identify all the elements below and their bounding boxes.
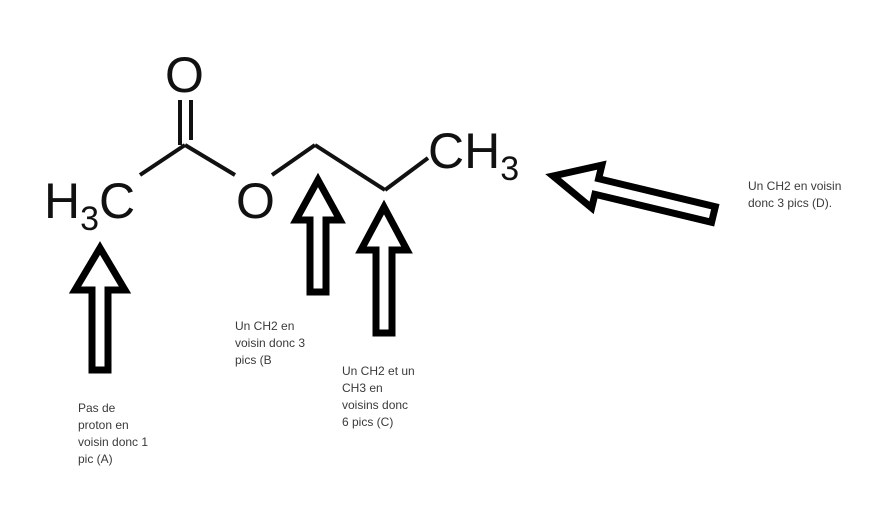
annotation-a-line: proton en [78,418,129,432]
annotation-b-line: Un CH2 en [235,319,295,333]
bond-c-c [138,143,187,177]
bond-ch2-ch3 [383,156,430,192]
methyl-right-label: CH3 [428,123,519,188]
carbonyl-oxygen: O [165,47,204,103]
bond-ch2-ch2 [313,143,387,192]
annotation-a-line: pic (A) [78,452,113,466]
arrow-c-icon [355,199,413,337]
annotation-a-line: Pas de [78,401,116,415]
ester-oxygen: O [236,173,275,229]
bonds [138,100,430,192]
annotation-d-line: donc 3 pics (D). [748,196,833,210]
arrow-b-icon [290,172,346,296]
annotation-a: Pas de proton en voisin donc 1 pic (A) [78,400,148,468]
methyl-left-label: H3C [44,173,135,238]
annotation-b: Un CH2 en voisin donc 3 pics (B [235,318,305,369]
annotation-c-line: voisins donc [342,398,409,412]
bond-c-o [183,143,237,177]
annotation-c-line: Un CH2 et un [342,364,415,378]
annotation-c-line: CH3 en [342,381,383,395]
annotation-b-line: voisin donc 3 [235,336,306,350]
annotation-d-line: Un CH2 en voisin [748,179,842,193]
annotation-c-line: 6 pics (C) [342,415,394,429]
arrow-a-icon [68,241,132,374]
arrow-d-icon [545,160,720,227]
annotation-a-line: voisin donc 1 [78,435,149,449]
annotation-d: Un CH2 en voisin donc 3 pics (D). [748,178,841,212]
annotation-b-line: pics (B [235,353,272,367]
annotation-c: Un CH2 et un CH3 en voisins donc 6 pics … [342,363,415,431]
bond-o-ch2 [270,143,317,177]
